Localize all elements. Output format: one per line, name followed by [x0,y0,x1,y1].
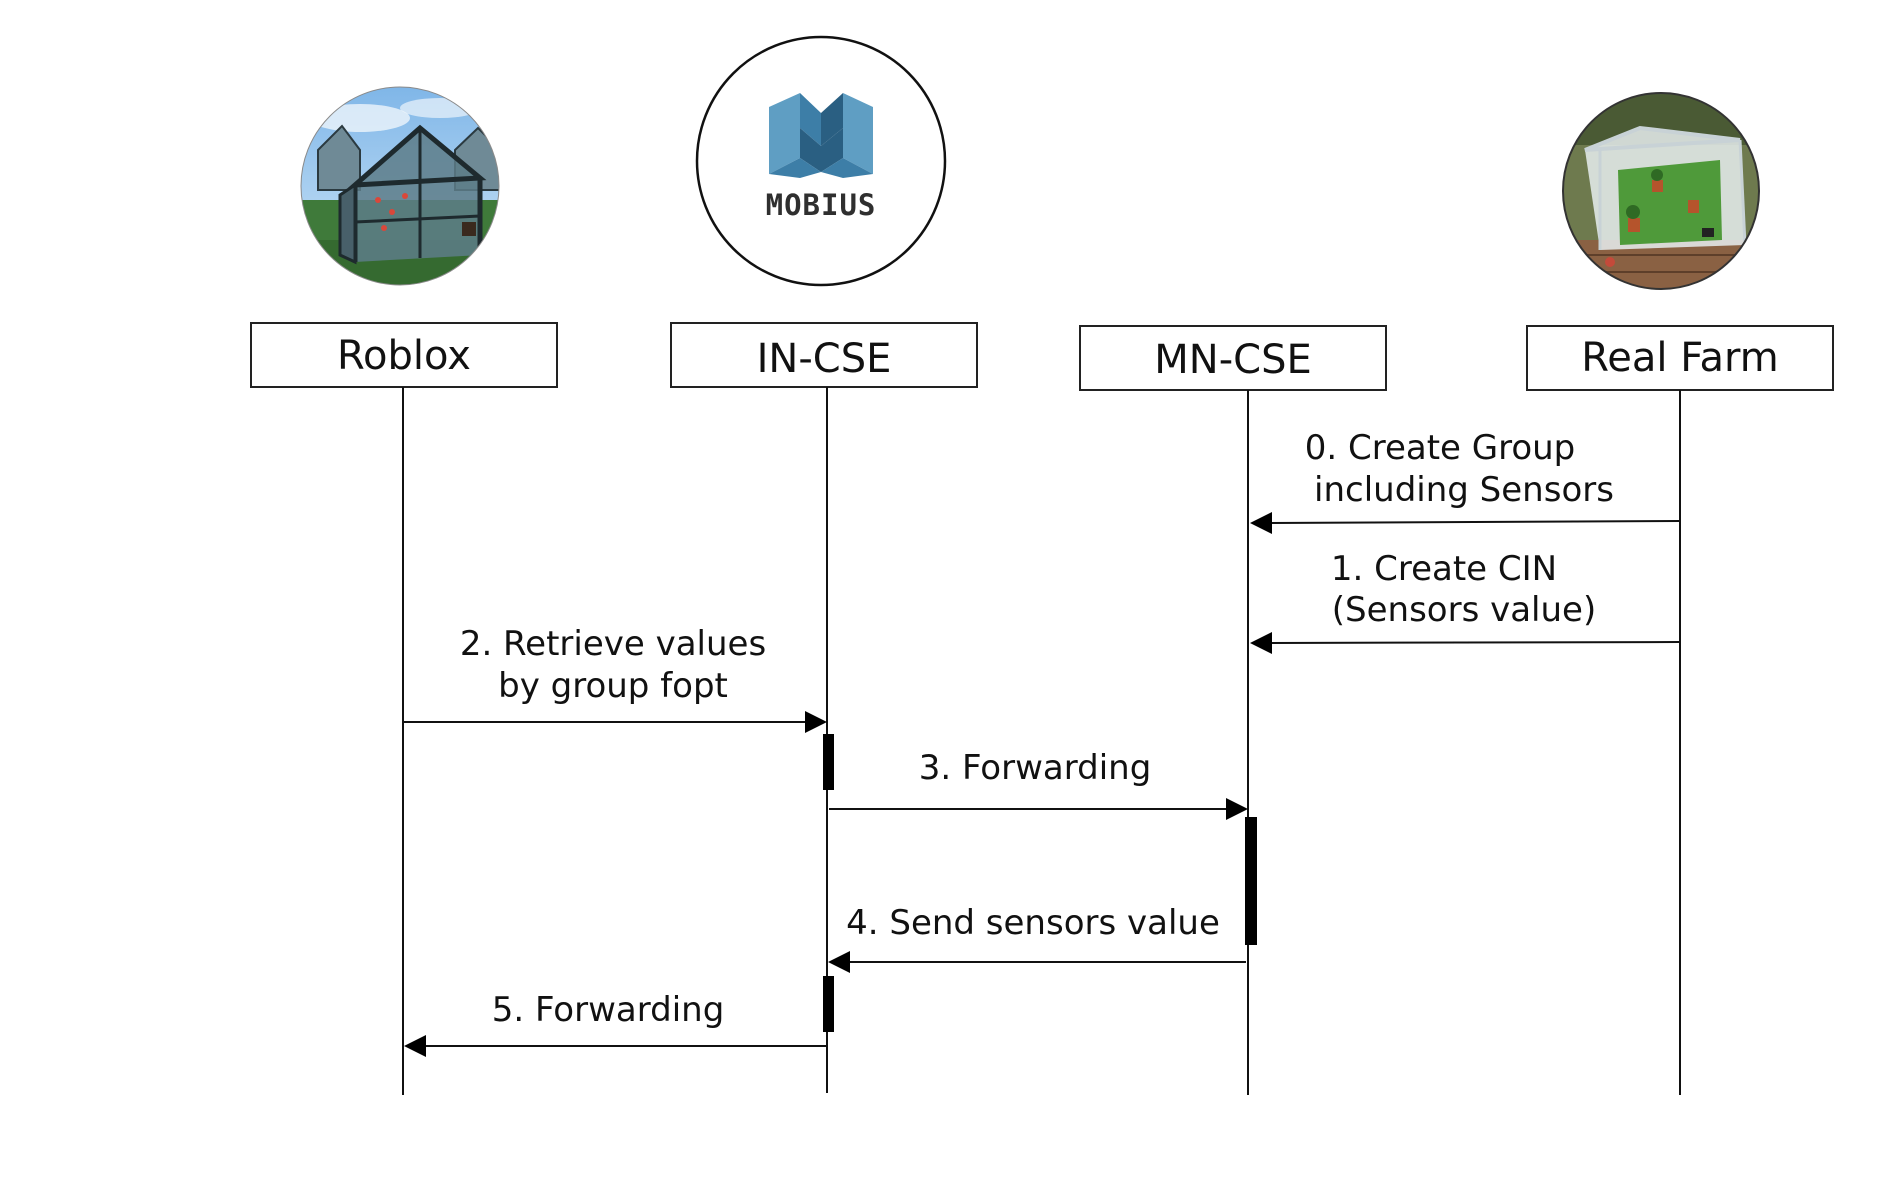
message-2-retrieve-values: 2. Retrieve values by group fopt [403,624,827,733]
participant-mn-cse: MN-CSE [1079,325,1387,391]
message-5-forwarding: 5. Forwarding [404,990,827,1057]
arrow-head-icon [1226,798,1248,820]
real-farm-greenhouse-photo [1562,92,1760,290]
participant-label: Real Farm [1581,335,1779,381]
participant-label: Roblox [337,333,471,379]
mobius-logo: MOBIUS [695,35,947,287]
arrow-head-icon [1250,512,1272,534]
message-label: 2. Retrieve values [460,624,766,664]
activation-bar-in-cse-reply [823,976,834,1032]
message-arrow-line [1267,641,1681,644]
message-label: 0. Create Group [1305,428,1576,468]
roblox-greenhouse-image [300,86,500,286]
message-arrow-line [1267,520,1681,524]
participant-in-cse: IN-CSE [670,322,978,388]
participant-label: IN-CSE [757,336,892,382]
arrow-head-icon [404,1035,426,1057]
participant-real-farm: Real Farm [1526,325,1834,391]
mobius-mark-icon [769,93,873,178]
message-label: 4. Send sensors value [846,903,1220,943]
message-label: 1. Create CIN [1331,549,1557,589]
message-0-create-group: 0. Create Group including Sensors [1250,428,1681,534]
message-label: by group fopt [498,666,728,706]
message-label: including Sensors [1314,470,1614,510]
activation-bar-in-cse-forward [823,734,834,790]
arrow-head-icon [1250,632,1272,654]
participant-label: MN-CSE [1154,337,1311,383]
message-label: 5. Forwarding [492,990,725,1030]
message-label: 3. Forwarding [919,748,1152,788]
mobius-wordmark: MOBIUS [766,188,877,222]
message-label: (Sensors value) [1332,590,1596,630]
message-1-create-cin: 1. Create CIN (Sensors value) [1250,549,1681,654]
arrow-head-icon [805,711,827,733]
message-3-forwarding: 3. Forwarding [829,748,1248,820]
participant-roblox: Roblox [250,322,558,388]
activation-bar-mn-cse [1245,817,1257,945]
message-4-send-sensors-value: 4. Send sensors value [828,903,1246,973]
arrow-head-icon [828,951,850,973]
